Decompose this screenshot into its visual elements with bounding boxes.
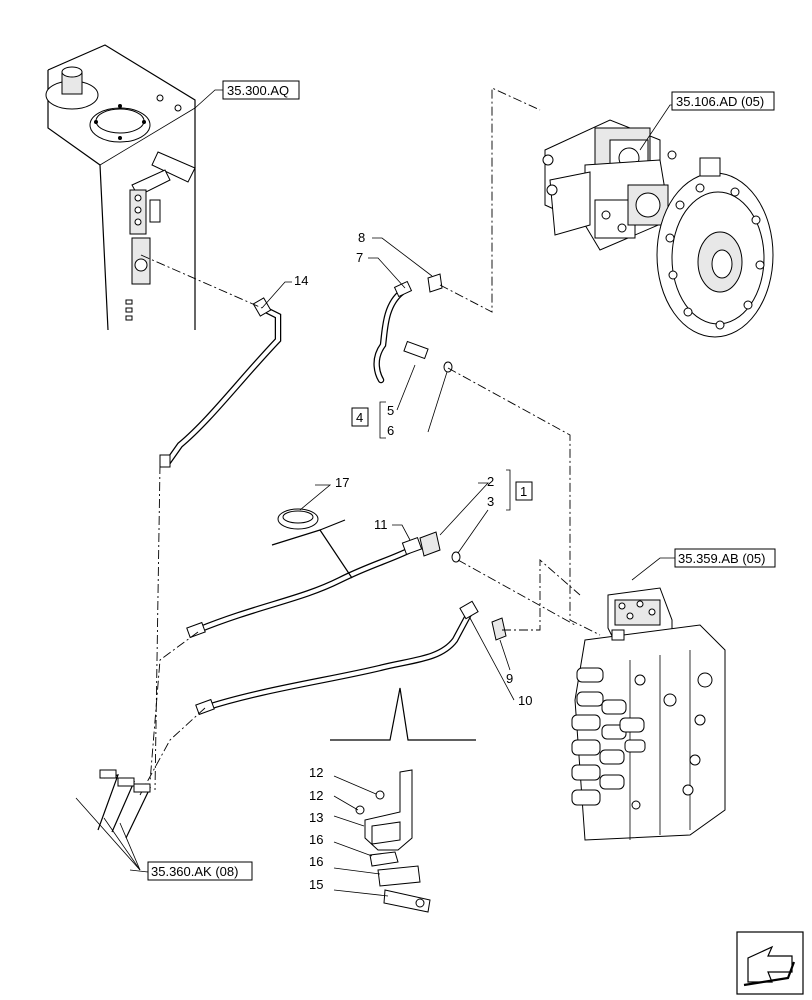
callout-11: 11 [374, 517, 388, 532]
reference-box-valve[interactable]: 35.359.AB (05) [674, 548, 776, 568]
kit-label-1: 1 [520, 484, 527, 499]
callout-9: 9 [506, 671, 513, 686]
callout-10: 10 [518, 693, 532, 708]
kit-box-4: 4 [351, 407, 369, 427]
bracket-assembly [355, 769, 431, 913]
callout-12-upper: 12 [309, 765, 323, 780]
kit-box-1: 1 [515, 481, 533, 501]
o-ring-17 [277, 508, 319, 530]
reference-label-tank: 35.300.AQ [227, 83, 289, 98]
control-valve [571, 587, 726, 841]
reference-label-hoses: 35.360.AK (08) [151, 864, 238, 879]
section-cut-marks [271, 519, 476, 741]
connection-lines [139, 87, 601, 796]
hose-ends [75, 769, 152, 871]
hose-11 [186, 531, 461, 639]
reference-label-valve: 35.359.AB (05) [678, 551, 765, 566]
hydraulic-tank [45, 44, 196, 331]
hose-7 [373, 273, 453, 384]
callout-2: 2 [487, 474, 494, 489]
callout-16-upper: 16 [309, 832, 323, 847]
callout-13: 13 [309, 810, 323, 825]
reference-box-tank[interactable]: 35.300.AQ [222, 80, 300, 100]
kit-label-4: 4 [356, 410, 363, 425]
callout-17: 17 [335, 475, 349, 490]
callout-5: 5 [387, 403, 394, 418]
callout-16-lower: 16 [309, 854, 323, 869]
callout-7: 7 [356, 250, 363, 265]
reference-label-pump: 35.106.AD (05) [676, 94, 764, 109]
reference-box-hoses[interactable]: 35.360.AK (08) [147, 861, 253, 881]
direction-arrow-icon[interactable] [736, 931, 804, 995]
callout-8: 8 [358, 230, 365, 245]
reference-box-pump[interactable]: 35.106.AD (05) [671, 91, 775, 111]
hose-10 [195, 600, 507, 716]
hose-14 [159, 297, 282, 468]
callout-15: 15 [309, 877, 323, 892]
callout-numbers: 8 7 14 5 6 17 2 3 11 9 10 12 12 13 16 16… [294, 230, 532, 892]
callout-14: 14 [294, 273, 308, 288]
callout-12-lower: 12 [309, 788, 323, 803]
hydraulic-pump [542, 119, 774, 338]
callout-3: 3 [487, 494, 494, 509]
callout-6: 6 [387, 423, 394, 438]
